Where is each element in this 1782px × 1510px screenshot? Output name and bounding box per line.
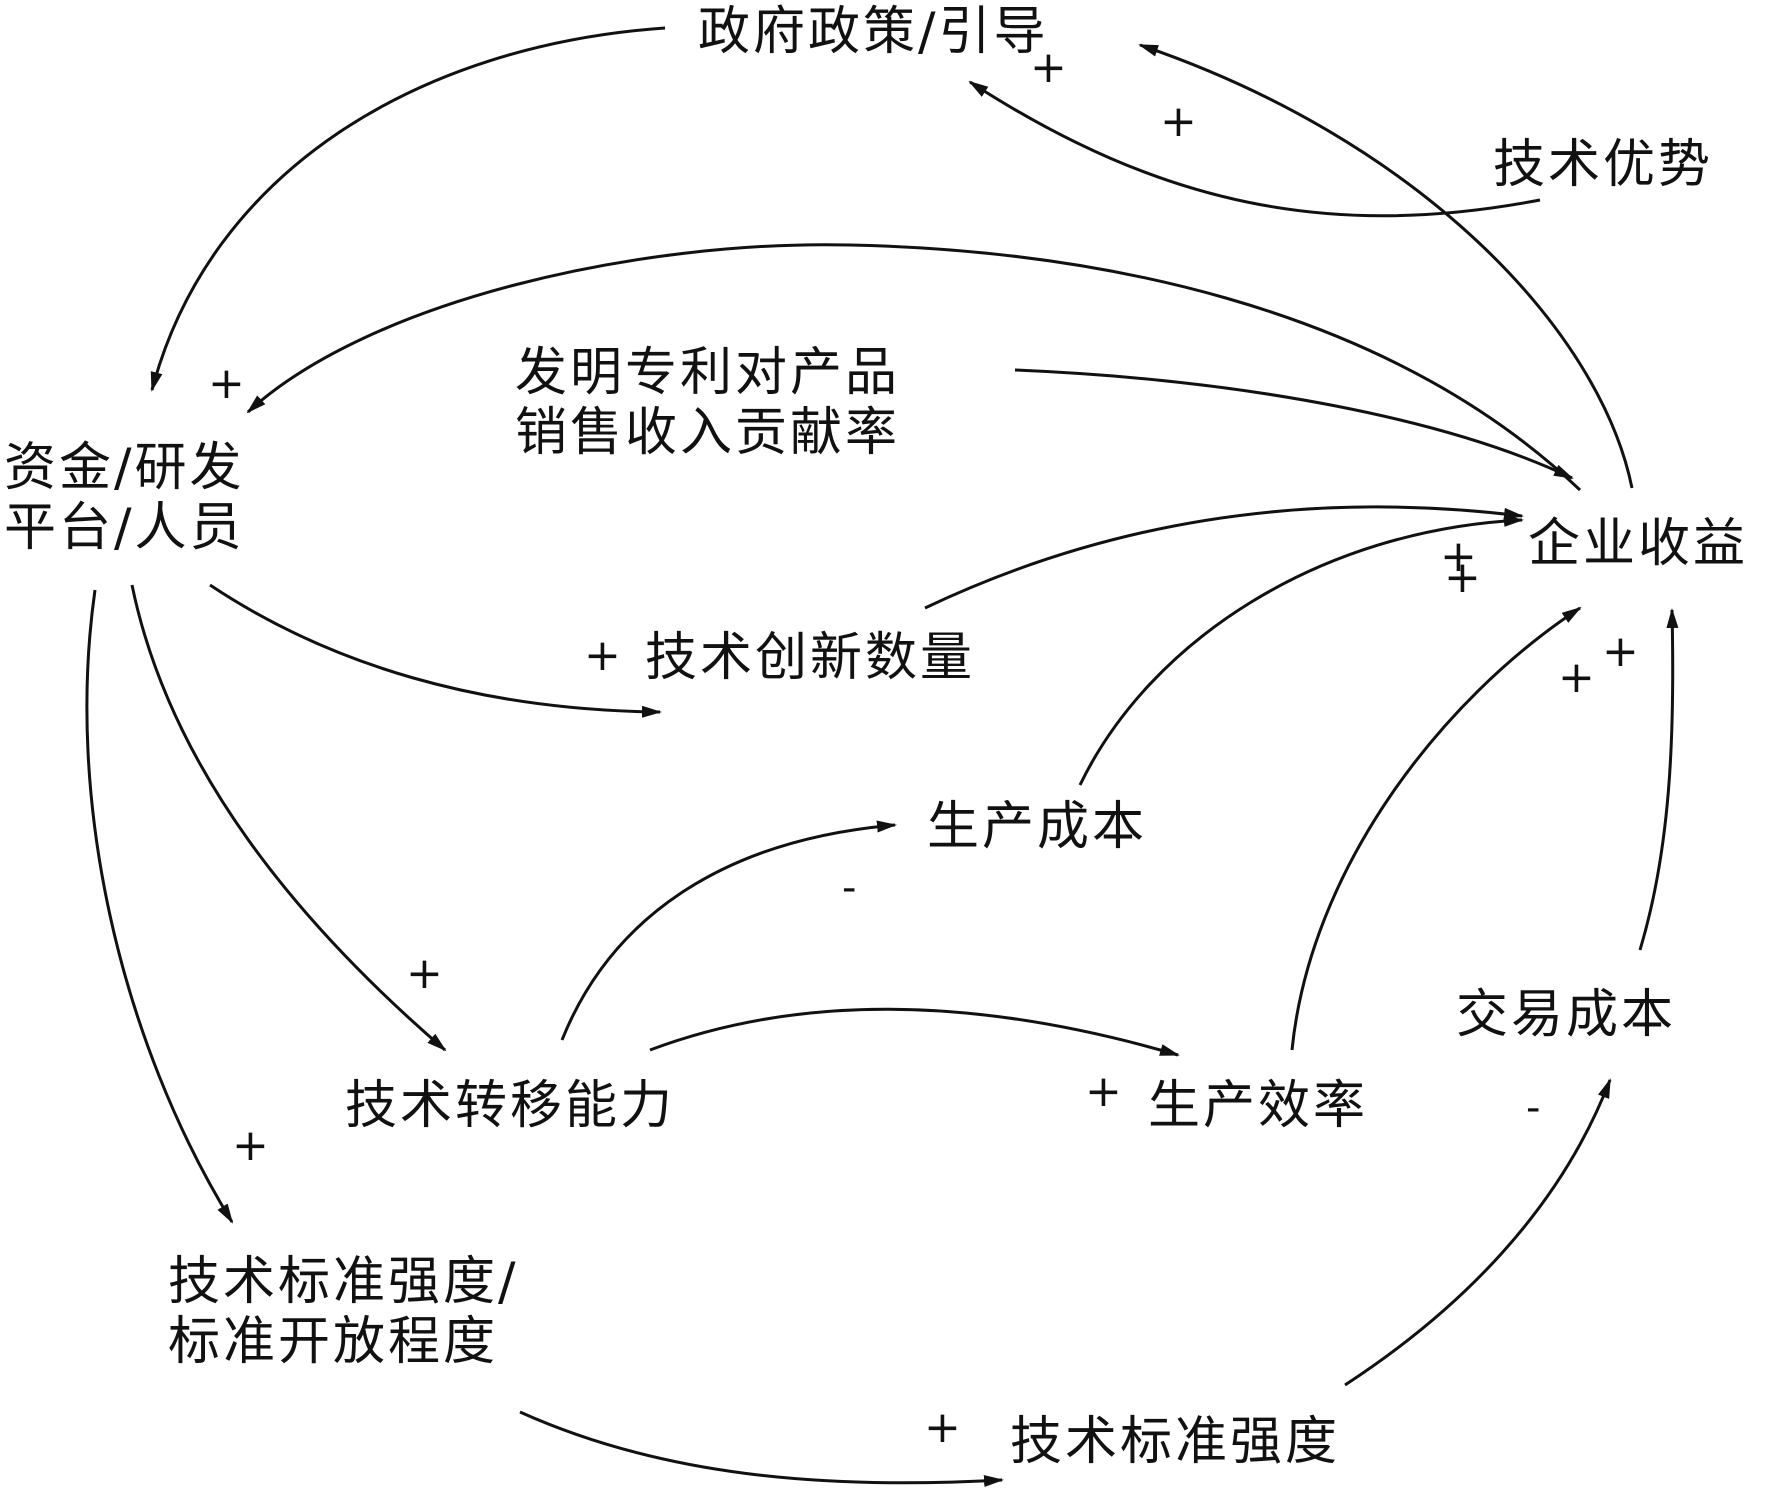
- sign-innovation-revenue: +: [1440, 531, 1477, 582]
- sign-funding-standard: +: [232, 1120, 269, 1171]
- node-tech-transfer: 技术转移能力: [345, 1076, 675, 1136]
- node-tech-advantage-label: 技术优势: [1493, 135, 1714, 195]
- node-transaction-cost: 交易成本: [1456, 985, 1676, 1045]
- edge-transaction-to-revenue: [1638, 608, 1679, 951]
- sign-transfer-efficiency: +: [1085, 1066, 1122, 1117]
- node-innovation-count-label: 技术创新数量: [645, 628, 976, 688]
- node-production-cost: 生产成本: [927, 797, 1147, 857]
- node-production-efficiency-label: 生产效率: [1148, 1076, 1369, 1136]
- node-funding-line2: 平台/人员: [4, 498, 245, 558]
- edge-funding-to-transfer: [130, 584, 447, 1052]
- node-production-cost-label: 生产成本: [927, 797, 1148, 857]
- node-patent-line1: 发明专利对产品: [515, 343, 901, 403]
- edge-strength-to-transaction: [1344, 1078, 1612, 1387]
- sign-revenue-government: +: [1160, 96, 1197, 147]
- edge-revenue-to-government: [1138, 43, 1634, 489]
- edge-funding-to-standard: [85, 589, 234, 1224]
- node-patent-contribution: 发明专利对产品 销售收入贡献率: [515, 343, 900, 463]
- edge-cost-to-revenue: [1078, 514, 1524, 786]
- edge-transfer-to-efficiency: [649, 1007, 1180, 1057]
- node-standard-strength-label: 技术标准强度: [1010, 1412, 1341, 1472]
- edge-patent-to-revenue: [1014, 368, 1574, 480]
- edge-funding-to-innovation: [209, 583, 662, 718]
- node-tech-advantage: 技术优势: [1493, 135, 1713, 195]
- node-enterprise-revenue-label: 企业收益: [1528, 514, 1749, 574]
- sign-efficiency-revenue: +: [1558, 652, 1595, 703]
- node-patent-line2: 销售收入贡献率: [515, 403, 901, 463]
- sign-funding-innovation: +: [584, 630, 621, 681]
- sign-transaction-revenue: +: [1602, 626, 1639, 677]
- edge-government-to-funding: [150, 26, 666, 392]
- edge-standard-to-strength: [519, 1410, 1004, 1487]
- sign-government-funding: +: [208, 358, 245, 409]
- node-innovation-count: 技术创新数量: [645, 628, 975, 688]
- node-production-efficiency: 生产效率: [1148, 1076, 1368, 1136]
- sign-transfer-cost: -: [842, 865, 857, 911]
- node-standard-line2: 标准开放程度: [168, 1312, 499, 1372]
- edge-efficiency-to-revenue: [1290, 606, 1582, 1051]
- edge-revenue-to-funding: [246, 243, 1582, 492]
- node-government-policy-label: 政府政策/引导: [698, 2, 1049, 62]
- sign-strength-transaction: -: [1526, 1085, 1541, 1131]
- node-funding-platform: 资金/研发 平台/人员: [4, 438, 245, 558]
- sign-funding-transfer: +: [406, 948, 443, 999]
- node-government-policy: 政府政策/引导: [698, 2, 1049, 62]
- node-enterprise-revenue: 企业收益: [1528, 514, 1748, 574]
- sign-standard-strength: +: [924, 1402, 961, 1453]
- sign-cost-revenue: +: [1444, 552, 1481, 603]
- node-standard-openness: 技术标准强度/ 标准开放程度: [168, 1252, 519, 1372]
- node-tech-transfer-label: 技术转移能力: [345, 1076, 676, 1136]
- node-standard-strength: 技术标准强度: [1010, 1412, 1340, 1472]
- edge-transfer-to-cost: [560, 820, 897, 1041]
- edge-advantage-to-government: [968, 80, 1541, 218]
- node-funding-line1: 资金/研发: [4, 438, 245, 498]
- node-transaction-cost-label: 交易成本: [1456, 985, 1677, 1045]
- sign-advantage-government: +: [1030, 42, 1067, 93]
- node-standard-line1: 技术标准强度/: [168, 1252, 519, 1312]
- edge-innovation-to-revenue: [924, 505, 1524, 610]
